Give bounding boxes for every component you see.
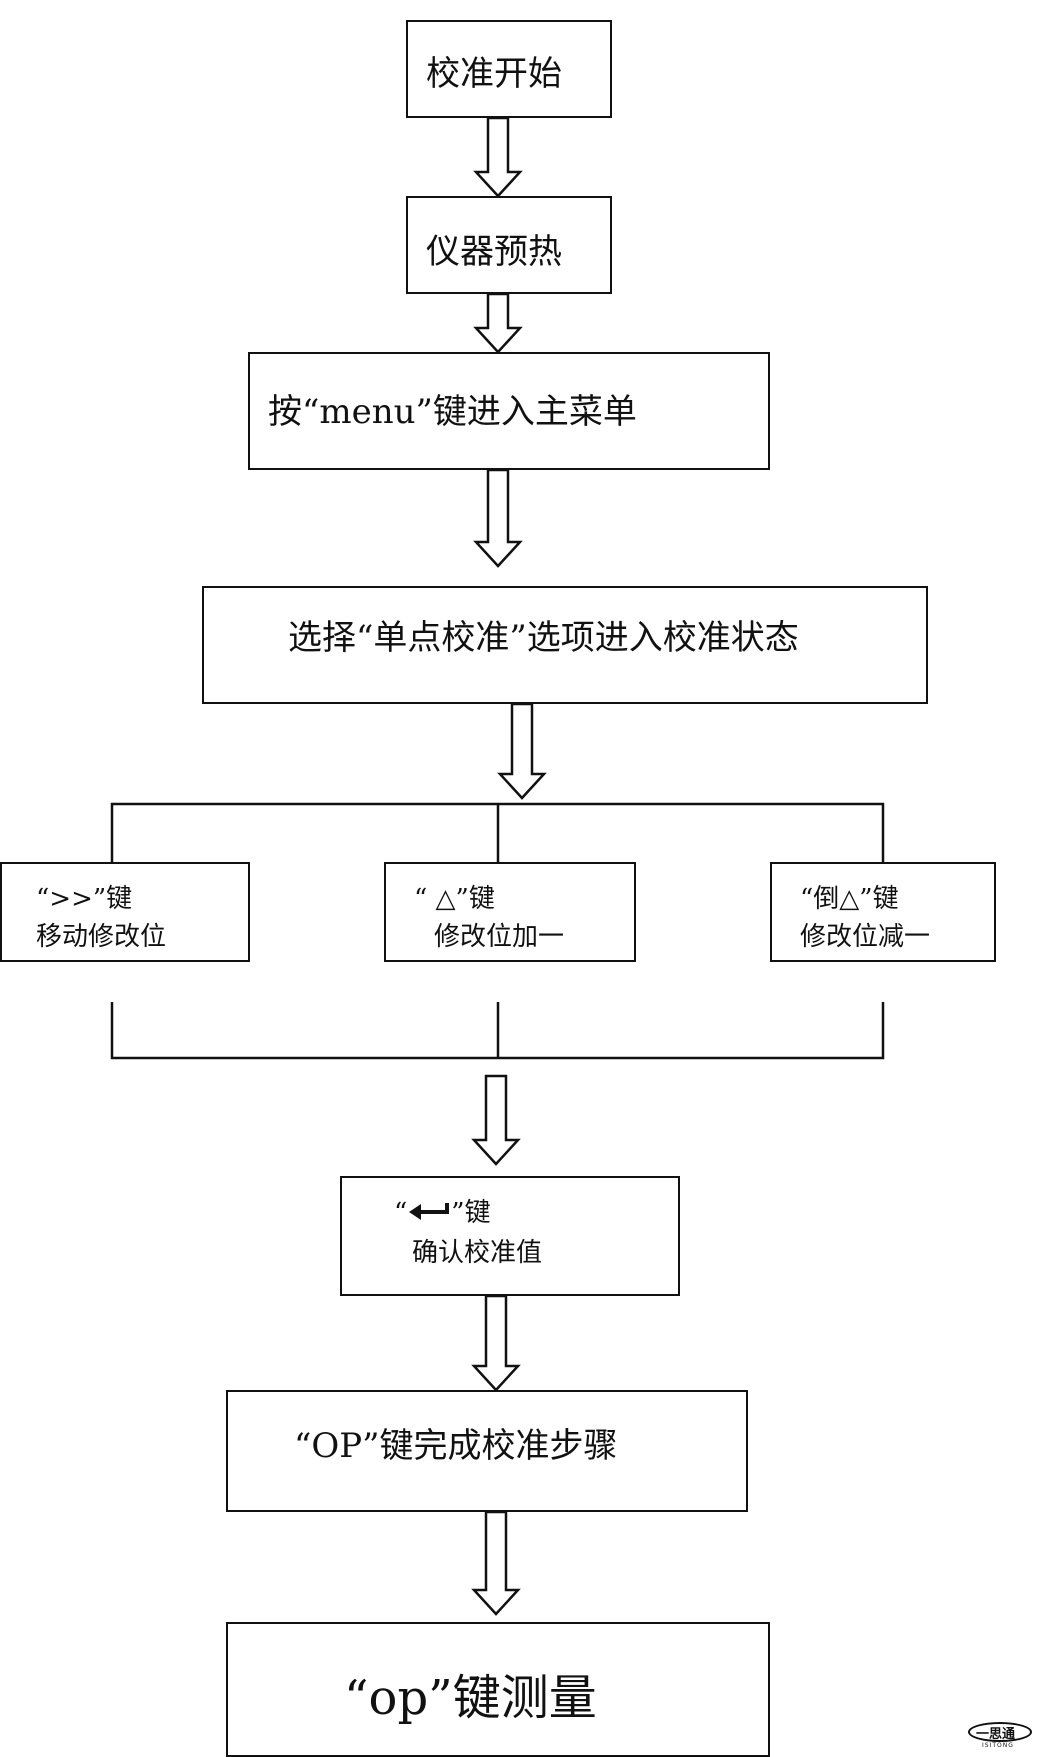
step-select-label: 选择“单点校准”选项进入校准状态 [288,618,799,658]
step-menu-label: 按“menu”键进入主菜单 [268,392,637,432]
step-menu-box: 按“menu”键进入主菜单 [248,352,770,470]
enter-arrow-icon [409,1203,450,1220]
arrow-down-icon [497,702,547,800]
arrow-down-icon [473,468,523,568]
step-op-finish-box: “OP”键完成校准步骤 [226,1390,748,1512]
key-shift-label: “>>”键 [36,884,133,914]
key-enter-open-quote: “ [394,1198,408,1228]
arrow-down-icon [473,292,523,354]
key-enter-close-quote: ”键 [451,1198,491,1228]
logo-brand-text: 一思通 [976,1727,1016,1742]
logo-sub-text: ISITONG [982,1742,1014,1749]
key-up-label: “ △”键 [414,884,495,914]
key-shift-action: 移动修改位 [36,922,167,952]
key-enter-label: “ ”键 [394,1192,491,1229]
key-up-action: 修改位加一 [434,922,565,952]
key-enter-box: “ ”键 确认校准值 [340,1176,680,1296]
arrow-down-icon [471,1294,521,1392]
key-shift-box: “>>”键 移动修改位 [0,862,250,962]
step-preheat-label: 仪器预热 [426,232,562,272]
watermark-logo: 一思通 ISITONG [968,1720,1034,1750]
key-down-action: 修改位减一 [800,922,931,952]
arrow-down-icon [473,116,523,198]
step-op-measure-box: “op”键测量 [226,1622,770,1757]
step-start-label: 校准开始 [426,54,562,94]
step-start-box: 校准开始 [406,20,612,118]
key-down-label: “倒△”键 [800,884,899,914]
key-enter-action: 确认校准值 [412,1238,543,1268]
key-up-box: “ △”键 修改位加一 [384,862,636,962]
logo-oval [968,1722,1032,1742]
key-down-box: “倒△”键 修改位减一 [770,862,996,962]
arrow-down-icon [471,1510,521,1616]
step-preheat-box: 仪器预热 [406,196,612,294]
step-op-finish-label: “OP”键完成校准步骤 [294,1426,618,1466]
step-op-measure-label: “op”键测量 [344,1670,597,1726]
step-select-box: 选择“单点校准”选项进入校准状态 [202,586,928,704]
arrow-down-icon [471,1074,521,1166]
